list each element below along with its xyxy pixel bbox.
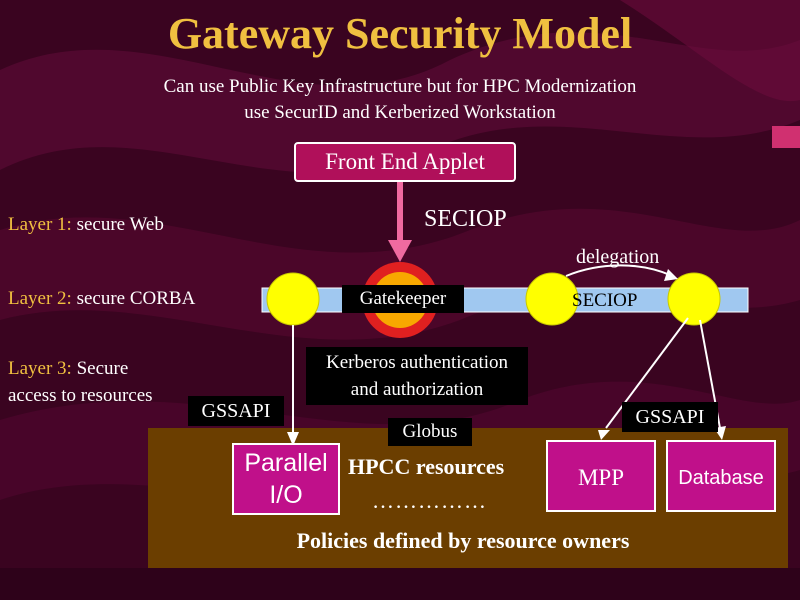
layer-3-label: Layer 3: Secure access to resources bbox=[8, 355, 153, 409]
corner-accent bbox=[772, 126, 800, 148]
mpp-box: MPP bbox=[546, 440, 656, 512]
page-title: Gateway Security Model bbox=[167, 9, 633, 58]
gssapi-left-label: GSSAPI bbox=[188, 396, 284, 426]
layer-2-label: Layer 2: secure CORBA bbox=[8, 288, 195, 310]
delegation-label: delegation bbox=[576, 246, 660, 268]
delegation-arrow-head bbox=[664, 269, 678, 281]
kerberos-line-2: and authorization bbox=[350, 379, 484, 400]
gatekeeper-label: Gatekeeper bbox=[342, 285, 464, 313]
layer-1-name: Layer 1: bbox=[8, 214, 72, 235]
parallel-io-line-1: Parallel bbox=[244, 449, 328, 477]
front-end-arrow-head bbox=[388, 240, 412, 262]
kerberos-box: Kerberos authentication and authorizatio… bbox=[306, 347, 528, 405]
mpp-arrow-head bbox=[598, 430, 610, 440]
kerberos-line-1: Kerberos authentication bbox=[325, 352, 508, 373]
subtitle: Can use Public Key Infrastructure but fo… bbox=[0, 74, 800, 126]
layer-1-desc: secure Web bbox=[71, 214, 164, 235]
ellipsis-dots: …………… bbox=[372, 488, 487, 513]
layer-3-desc-2: access to resources bbox=[8, 385, 153, 406]
seciop-bus-label: SECIOP bbox=[572, 290, 638, 311]
globus-label: Globus bbox=[388, 418, 472, 446]
mpp-arrow-line bbox=[605, 317, 689, 429]
bus-node-right bbox=[667, 272, 721, 326]
parallel-io-box: Parallel I/O bbox=[232, 443, 340, 515]
gssapi-right-label: GSSAPI bbox=[622, 402, 718, 432]
subtitle-line-2: use SecurID and Kerberized Workstation bbox=[244, 102, 556, 123]
database-box: Database bbox=[666, 440, 776, 512]
subtitle-line-1: Can use Public Key Infrastructure but fo… bbox=[163, 76, 637, 97]
policies-label: Policies defined by resource owners bbox=[296, 528, 630, 553]
layer-3-desc: Secure bbox=[71, 358, 129, 379]
hpcc-resources-label: HPCC resources bbox=[348, 454, 505, 479]
front-end-applet-box: Front End Applet bbox=[294, 142, 516, 182]
delegation-arrow bbox=[565, 264, 671, 277]
layer-2-desc: secure CORBA bbox=[71, 288, 196, 309]
seciop-top-label: SECIOP bbox=[424, 206, 507, 232]
bus-node-middle bbox=[525, 272, 579, 326]
parallel-io-arrow-head bbox=[287, 432, 299, 446]
parallel-io-line-2: I/O bbox=[269, 481, 303, 509]
layer-3-name: Layer 3: bbox=[8, 358, 72, 379]
layer-2-name: Layer 2: bbox=[8, 288, 72, 309]
layer-1-label: Layer 1: secure Web bbox=[8, 214, 164, 236]
